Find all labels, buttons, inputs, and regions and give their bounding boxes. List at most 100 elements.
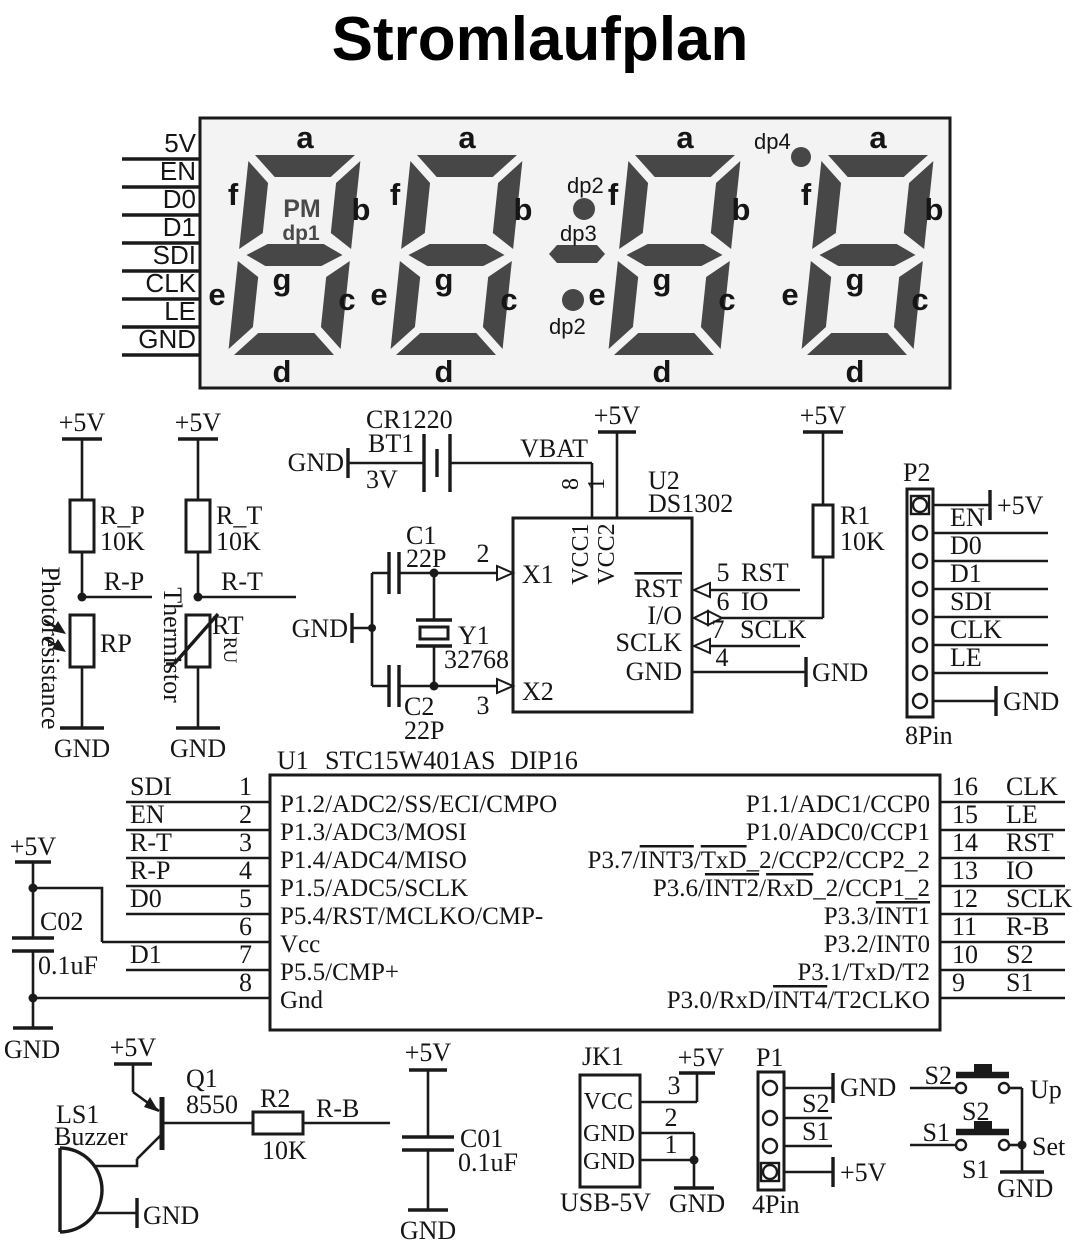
segment-letter-b: b (925, 192, 944, 227)
resistor-r1-body (811, 503, 835, 559)
u1-part: STC15W401AS (325, 746, 495, 775)
p2-pin-pad (911, 664, 929, 682)
gnd-label: GND (812, 658, 868, 687)
buzzer-dome (59, 1146, 104, 1234)
u1-right-pin-name: P3.3/INT1 (824, 903, 930, 930)
display-bus-label: D1 (163, 212, 196, 242)
photoresistor-divider: +5V R_P 10K R-P RP Photoresistance GND (36, 408, 152, 763)
battery-voltage: 3V (366, 465, 398, 494)
p2-signal-label: CLK (950, 615, 1002, 644)
r1-value: 10K (840, 527, 885, 556)
p2-pin-pad (911, 524, 929, 542)
rtc-pin8-num: 8 (558, 478, 584, 490)
jk1-ref: JK1 (582, 1042, 624, 1071)
p2-pin-pad (911, 692, 929, 710)
gnd-label: GND (170, 734, 226, 763)
rtc-pin2-num: 2 (477, 539, 490, 568)
u1-left-net-label: D0 (130, 884, 162, 913)
gnd-label: GND (1003, 687, 1059, 716)
segment-e (228, 261, 259, 349)
u1-right-pin-name: P1.0/ADC0/CCP1 (746, 819, 930, 846)
segment-g (819, 244, 916, 266)
u1-left-pin-number: 6 (239, 912, 252, 941)
u1-right-net-label: SCLK (1006, 884, 1073, 913)
segment-d (233, 333, 334, 355)
u1-right-pin-number: 10 (952, 940, 978, 969)
vcc-label: +5V (405, 1038, 452, 1067)
jk1-num1: 1 (665, 1130, 678, 1159)
segment-a (255, 155, 355, 177)
u1-right-net-label: S1 (1006, 968, 1033, 997)
u1-right-pin-number: 13 (952, 856, 978, 885)
gnd-label: GND (840, 1073, 896, 1102)
segment-e (608, 261, 639, 349)
p2-pin-pad (911, 608, 929, 626)
segment-letter-a: a (676, 120, 694, 155)
u1-ref: U1 (277, 746, 309, 775)
segment-letter-d: d (273, 354, 292, 389)
c2-value: 22P (404, 716, 444, 745)
u1-left-pin-name: P1.2/ADC2/SS/ECI/CMPO (280, 791, 557, 818)
thermistor-divider: +5V R_T 10K R-T RT RU Thermistor GND (158, 408, 296, 763)
jk1-pin-gnd1: GND (583, 1149, 635, 1175)
u1-right-pin-name: P1.1/ADC1/CCP0 (746, 791, 930, 818)
net-label: R-P (104, 567, 144, 596)
thermistor-stroke (172, 612, 220, 666)
u1-left-pin-name: P5.5/CMP+ (280, 959, 399, 986)
seven-segment-digit-4 (801, 155, 934, 355)
resistor-rp-pullup (68, 498, 96, 554)
segment-e (390, 261, 421, 349)
jk1-pin-gnd2: GND (583, 1121, 635, 1147)
c01-ref: C01 (460, 1124, 503, 1153)
u1-package: DIP16 (510, 746, 578, 775)
p1-pin-pad (761, 1109, 779, 1127)
segment-letter-f: f (608, 177, 619, 212)
p1-header: P1 GND S2 S1 +5V 4Pin (752, 1043, 896, 1219)
segment-letter-e: e (781, 277, 798, 312)
ls1-ref: LS1 (56, 1100, 99, 1129)
u1-left-pin-name: P1.4/ADC4/MISO (280, 847, 467, 874)
segment-e (801, 261, 832, 349)
p2-pincount: 8Pin (905, 721, 953, 750)
thermistor-body (184, 613, 212, 669)
segment-c (700, 261, 730, 349)
segment-letter-d: d (653, 354, 672, 389)
rtc-pin-rst: RST (634, 574, 682, 603)
pnp-emitter-arrow (144, 1097, 159, 1112)
button-s2-plunger (974, 1064, 992, 1072)
up-label: Up (1030, 1075, 1062, 1104)
segment-letter-f: f (801, 177, 812, 212)
u1-right-pin-name: P3.6/INT2/RxD_2/CCP1_2 (653, 875, 930, 902)
vcc-label: +5V (997, 491, 1044, 520)
display-bus-label: 5V (164, 128, 196, 158)
u1-left-net-label: R-P (130, 856, 170, 885)
u1-left-pin-number: 3 (239, 828, 252, 857)
battery-ref: BT1 (368, 429, 414, 458)
display-bus-label: EN (160, 156, 196, 186)
segment-letter-c: c (338, 282, 355, 317)
y1-ref: Y1 (458, 621, 490, 650)
arrow-rst (691, 581, 711, 599)
battery-part: CR1220 (366, 405, 453, 434)
dp4-label: dp4 (754, 129, 791, 154)
segment-letter-f: f (228, 177, 239, 212)
jk1-num2: 2 (665, 1103, 678, 1132)
u1-right-pin-name: P3.2/INT0 (824, 931, 930, 958)
ls1-type: Buzzer (54, 1122, 128, 1151)
u1-left-net-label: EN (130, 800, 165, 829)
c1-ref: C1 (406, 521, 436, 550)
u1-left-pin-number: 7 (239, 940, 252, 969)
p1-ref: P1 (756, 1043, 783, 1072)
p2-pin-pad (911, 552, 929, 570)
s1-net: S1 (802, 1117, 829, 1146)
resistor-ref: R_T (216, 501, 262, 530)
vcc-label: +5V (678, 1043, 725, 1072)
colon-dot-top (573, 198, 595, 220)
segment-letter-f: f (390, 177, 401, 212)
display-bus-label: SDI (153, 240, 196, 270)
